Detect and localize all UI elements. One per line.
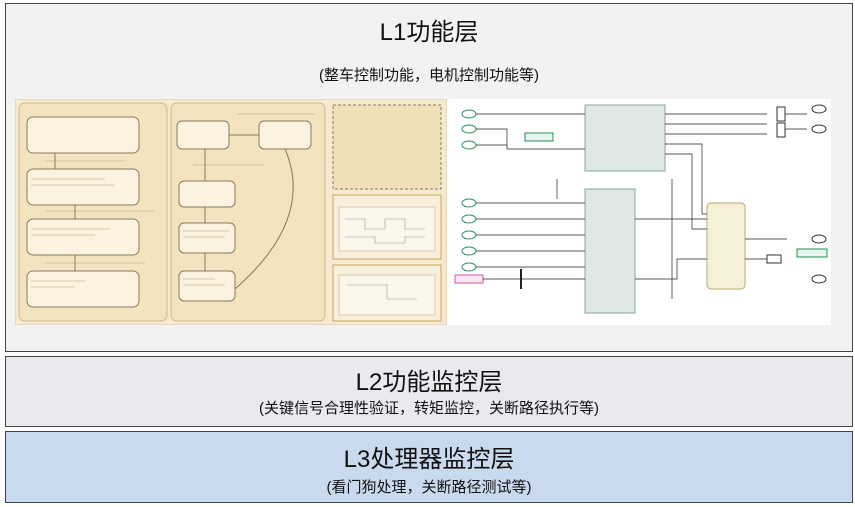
layer-l2-function-monitoring: L2功能监控层 (关键信号合理性验证，转矩监控，关断路径执行等) [5, 356, 853, 427]
layer-l3-processor-monitoring: L3处理器监控层 (看门狗处理，关断路径测试等) [5, 431, 853, 503]
layer-l3-subtitle: (看门狗处理，关断路径测试等) [326, 479, 532, 496]
simulink-model-image [447, 99, 831, 325]
layer-l1-functional: L1功能层 (整车控制功能，电机控制功能等) [5, 3, 853, 352]
layer-l2-subtitle: (关键信号合理性验证，转矩监控，关断路径执行等) [259, 400, 599, 417]
layer-l3-title: L3处理器监控层 [343, 446, 515, 473]
layer-l1-subtitle: (整车控制功能，电机控制功能等) [319, 67, 539, 84]
layer-l2-title: L2功能监控层 [355, 369, 503, 396]
stateflow-chart-image [15, 99, 447, 325]
layer-l1-title: L1功能层 [379, 19, 479, 46]
